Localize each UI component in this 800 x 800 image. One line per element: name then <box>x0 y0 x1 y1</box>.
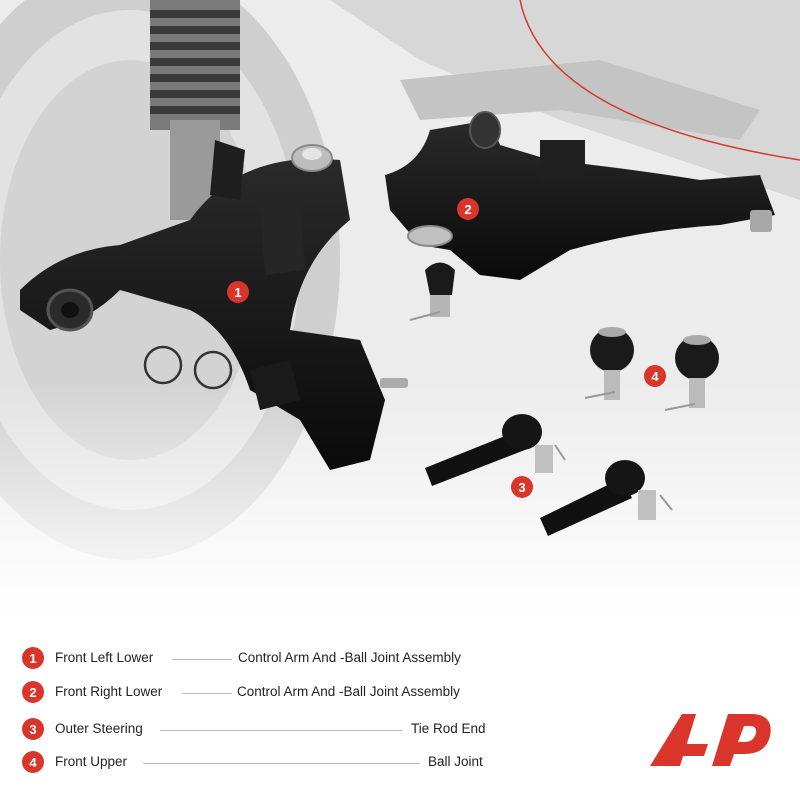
legend-position: Outer Steering <box>55 721 143 736</box>
legend-row-2: 2 Front Right Lower Control Arm And -Bal… <box>0 679 800 705</box>
legend-row-3: 3 Outer Steering Tie Rod End <box>0 716 800 742</box>
legend-number-badge: 4 <box>22 751 44 773</box>
product-photo <box>0 0 800 620</box>
callout-1: 1 <box>227 281 249 303</box>
legend-position: Front Right Lower <box>55 684 163 699</box>
outer-tie-rod-ends <box>425 414 673 536</box>
legend-number-badge: 3 <box>22 718 44 740</box>
legend-number-badge: 1 <box>22 647 44 669</box>
callout-3: 3 <box>511 476 533 498</box>
brand-logo <box>650 714 771 766</box>
legend-divider <box>143 763 420 764</box>
front-right-lower-control-arm <box>385 111 775 321</box>
upper-ball-joints <box>584 327 719 411</box>
front-left-lower-control-arm <box>20 140 408 470</box>
undercarriage-background <box>0 0 800 620</box>
legend-divider <box>172 659 232 660</box>
legend-part: Ball Joint <box>428 754 483 769</box>
callout-2: 2 <box>457 198 479 220</box>
legend-row-4: 4 Front Upper Ball Joint <box>0 749 800 775</box>
legend-row-1: 1 Front Left Lower Control Arm And -Ball… <box>0 645 800 671</box>
legend-part: Control Arm And -Ball Joint Assembly <box>238 650 461 665</box>
legend-position: Front Upper <box>55 754 128 769</box>
legend-divider <box>182 693 232 694</box>
legend-number-badge: 2 <box>22 681 44 703</box>
legend-position: Front Left Lower <box>55 650 154 665</box>
legend-part: Control Arm And -Ball Joint Assembly <box>237 684 460 699</box>
legend-divider <box>160 730 403 731</box>
callout-4: 4 <box>644 365 666 387</box>
legend-part: Tie Rod End <box>411 721 486 736</box>
